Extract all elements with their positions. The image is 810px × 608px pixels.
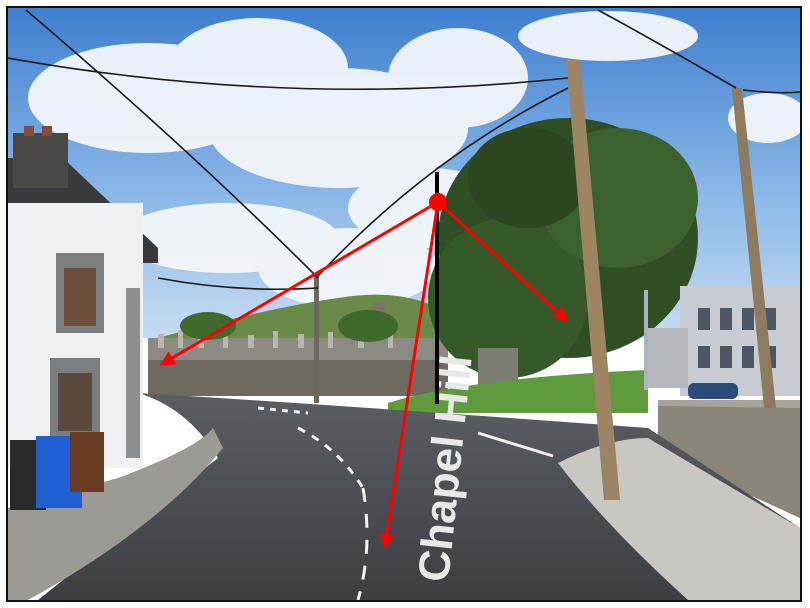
cemetery xyxy=(148,302,448,396)
annotation-origin-dot xyxy=(429,193,447,211)
utility-poles xyxy=(314,60,776,500)
arrow-left xyxy=(159,200,439,366)
annotation-pole xyxy=(435,172,439,404)
large-tree xyxy=(428,118,698,388)
road-markings xyxy=(257,406,554,600)
pavement-right xyxy=(558,438,800,600)
bush xyxy=(180,312,236,340)
bush xyxy=(338,310,398,342)
lamp-post xyxy=(644,290,648,390)
pavement-left xyxy=(8,428,223,600)
parked-car xyxy=(688,383,738,399)
street-scene: Chapel Hill xyxy=(8,8,800,600)
distant-pole xyxy=(314,273,319,403)
wooden-pole-center xyxy=(566,60,620,500)
wheelie-bins xyxy=(10,432,104,510)
arrow-right xyxy=(436,200,569,323)
overhead-wires xyxy=(8,9,800,291)
street-photo-frame: Chapel Hill xyxy=(6,6,802,602)
white-house xyxy=(8,126,158,468)
office-building xyxy=(648,286,800,399)
wooden-pole-right xyxy=(732,88,776,408)
arrow-down xyxy=(379,201,440,549)
grass xyxy=(388,370,648,413)
annotation-arrows xyxy=(159,200,569,549)
brown-bin xyxy=(70,432,104,492)
